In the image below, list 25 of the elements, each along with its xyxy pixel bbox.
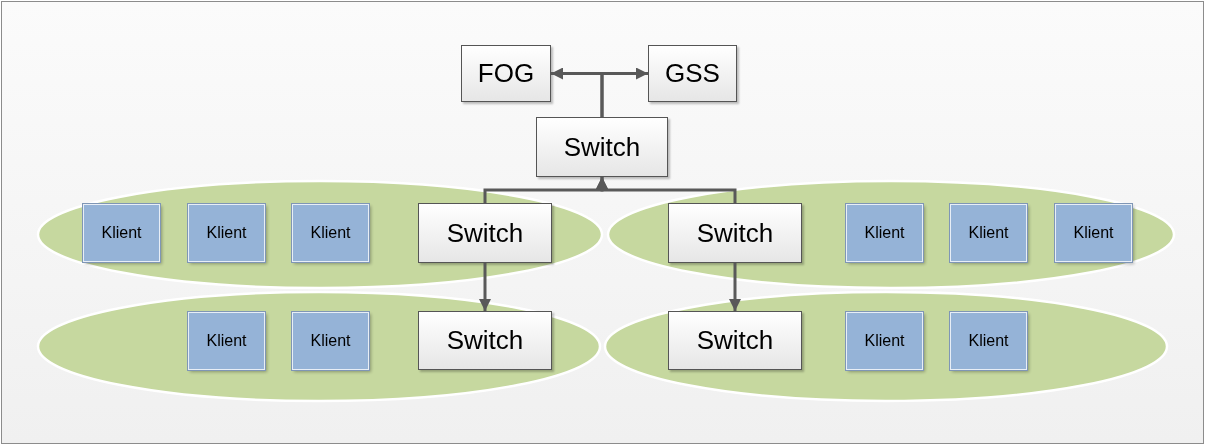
device-box: Switch [536, 117, 668, 177]
arrow [479, 263, 491, 311]
arrow [600, 67, 648, 117]
arrow [596, 177, 737, 203]
client-box: Klient [950, 312, 1027, 370]
group-ellipse [37, 291, 601, 402]
client-box: Klient [292, 312, 369, 370]
client-box: Klient [188, 312, 265, 370]
group-ellipse [37, 180, 603, 289]
client-box: Klient [950, 204, 1027, 262]
group-ellipse [607, 180, 1175, 289]
device-box: Switch [418, 203, 552, 263]
device-box: GSS [648, 45, 737, 102]
arrow [729, 263, 741, 311]
device-box: Switch [418, 311, 552, 370]
client-box: Klient [292, 204, 369, 262]
client-box: Klient [1055, 204, 1132, 262]
client-box: Klient [846, 312, 923, 370]
device-box: FOG [461, 45, 551, 102]
group-ellipse [604, 291, 1168, 402]
device-box: Switch [668, 203, 802, 263]
client-box: Klient [83, 204, 160, 262]
client-box: Klient [188, 204, 265, 262]
client-box: Klient [846, 204, 923, 262]
device-box: Switch [668, 311, 802, 370]
